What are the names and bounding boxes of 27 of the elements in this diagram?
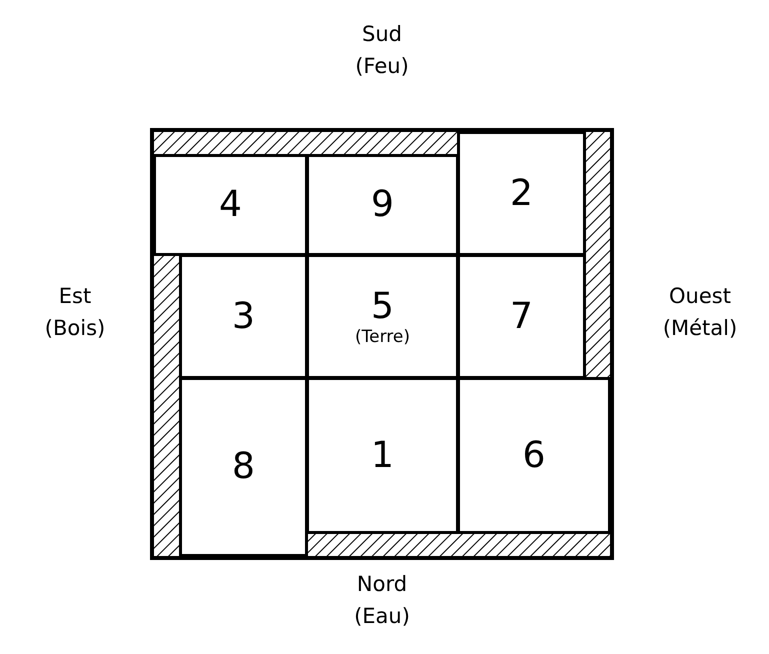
grid-cell (307, 378, 458, 533)
hatched-bar (151, 254, 181, 559)
hatched-bar (306, 532, 613, 559)
direction-label: Nord (Eau) (353, 571, 411, 630)
cell-number: 4 (219, 185, 242, 225)
grid-cell (307, 155, 458, 255)
hatched-bar (151, 129, 459, 156)
cell-number: 6 (522, 436, 546, 476)
cell-number: 5 (371, 286, 394, 326)
cell-number: 2 (510, 174, 533, 214)
grid-cell (458, 132, 585, 255)
direction-label: Est (Bois) (44, 283, 106, 342)
grid-cell (154, 155, 307, 255)
direction-label: Sud (Feu) (354, 21, 410, 80)
cell-number: 9 (371, 185, 394, 225)
grid-cell (458, 378, 610, 533)
cell-number: 7 (510, 296, 533, 336)
grid-cell (458, 255, 585, 378)
grid-cell (180, 378, 307, 556)
cell-number: 3 (232, 296, 255, 336)
element-label: (Terre) (355, 326, 410, 346)
grid-cell (307, 255, 458, 378)
cell-number: 8 (232, 447, 255, 487)
hatched-bar (584, 129, 613, 379)
grid-cell (180, 255, 307, 378)
direction-label: Ouest (Métal) (662, 283, 738, 342)
cell-number: 1 (371, 436, 394, 476)
